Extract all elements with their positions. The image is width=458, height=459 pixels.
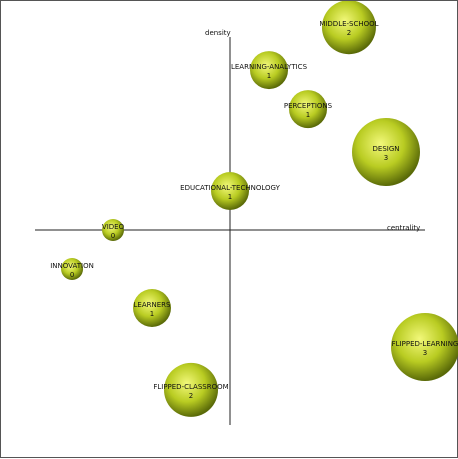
- bubble-count-video: 0: [111, 232, 115, 240]
- bubble-label-innovation: INNOVATION: [50, 262, 94, 270]
- bubble-circle-innovation: [61, 258, 84, 280]
- bubble-count-educational-technology: 1: [228, 193, 232, 201]
- bubble-circle-flipped-classroom: [164, 362, 218, 417]
- bubble-layer: MIDDLE-SCHOOL2LEARNING-ANALYTICS1PERCEPT…: [50, 1, 458, 417]
- bubble-count-learners: 1: [150, 310, 154, 318]
- bubble-count-learning-analytics: 1: [267, 72, 271, 80]
- bubble-count-flipped-learning: 3: [423, 349, 427, 357]
- bubble-label-video: VIDEO: [102, 223, 125, 231]
- bubble-count-innovation: 0: [70, 271, 74, 279]
- bubble-label-design: DESIGN: [373, 145, 400, 153]
- bubble-circle-design: [352, 118, 420, 186]
- bubble-label-flipped-learning: FLIPPED-LEARNING: [392, 340, 458, 348]
- x-axis-label: centrality: [387, 224, 420, 232]
- bubble-circle-video: [102, 219, 124, 241]
- y-axis-label: density: [205, 29, 231, 37]
- bubble-label-educational-technology: EDUCATIONAL-TECHNOLOGY: [180, 184, 280, 192]
- bubble-circle-flipped-learning: [391, 313, 458, 381]
- bubble-count-middle-school: 2: [347, 29, 351, 37]
- bubble-label-flipped-classroom: FLIPPED-CLASSROOM: [153, 383, 228, 391]
- bubble-circle-learning-analytics: [250, 51, 288, 90]
- bubble-count-flipped-classroom: 2: [189, 392, 193, 400]
- bubble-circle-educational-technology: [211, 172, 249, 210]
- bubble-label-learning-analytics: LEARNING-ANALYTICS: [231, 63, 308, 71]
- bubble-label-learners: LEARNERS: [134, 301, 171, 309]
- bubble-count-design: 3: [384, 154, 388, 162]
- bubble-circle-middle-school: [321, 1, 376, 55]
- bubble-circle-perceptions: [289, 90, 327, 129]
- bubble-label-middle-school: MIDDLE-SCHOOL: [319, 20, 378, 28]
- bubble-circle-learners: [133, 289, 171, 327]
- bubble-label-perceptions: PERCEPTIONS: [284, 102, 333, 110]
- bubble-count-perceptions: 1: [306, 111, 310, 119]
